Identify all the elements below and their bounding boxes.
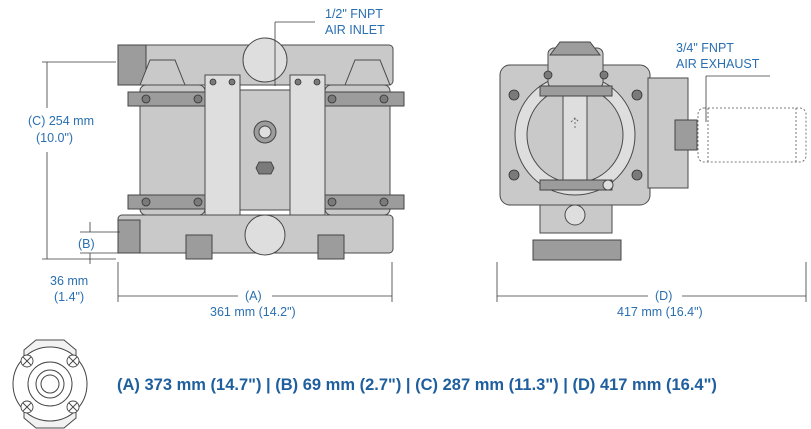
front-view-pump xyxy=(117,37,405,260)
dimension-a-value: 361 mm (14.2") xyxy=(210,305,296,319)
dimension-b-value-in: (1.4") xyxy=(54,290,84,304)
dimension-d-value: 417 mm (16.4") xyxy=(617,305,703,319)
dimension-b-lines xyxy=(80,222,120,264)
air-exhaust-label-line2: AIR EXHAUST xyxy=(676,57,760,71)
air-exhaust-leader xyxy=(705,75,770,122)
side-view-pump xyxy=(499,41,807,261)
dimension-b-value-mm: 36 mm xyxy=(50,274,88,288)
dimension-a-label: (A) xyxy=(245,289,262,303)
air-inlet-label-line1: 1/2" FNPT xyxy=(325,7,383,21)
air-inlet-label-line2: AIR INLET xyxy=(325,23,385,37)
dimension-c-label: (C) 254 mm xyxy=(28,114,94,128)
dimension-a-lines xyxy=(117,262,393,302)
air-exhaust-label-line1: 3/4" FNPT xyxy=(676,41,734,55)
flange-icon xyxy=(12,339,88,429)
dimension-c-lines xyxy=(42,61,116,260)
dimension-c-value: (10.0") xyxy=(36,131,73,145)
dimension-summary: (A) 373 mm (14.7") | (B) 69 mm (2.7") | … xyxy=(117,376,717,394)
dimension-d-lines xyxy=(496,262,807,302)
dimension-d-label: (D) xyxy=(655,289,672,303)
dimension-b-label: (B) xyxy=(78,237,95,251)
air-inlet-leader xyxy=(274,21,315,86)
